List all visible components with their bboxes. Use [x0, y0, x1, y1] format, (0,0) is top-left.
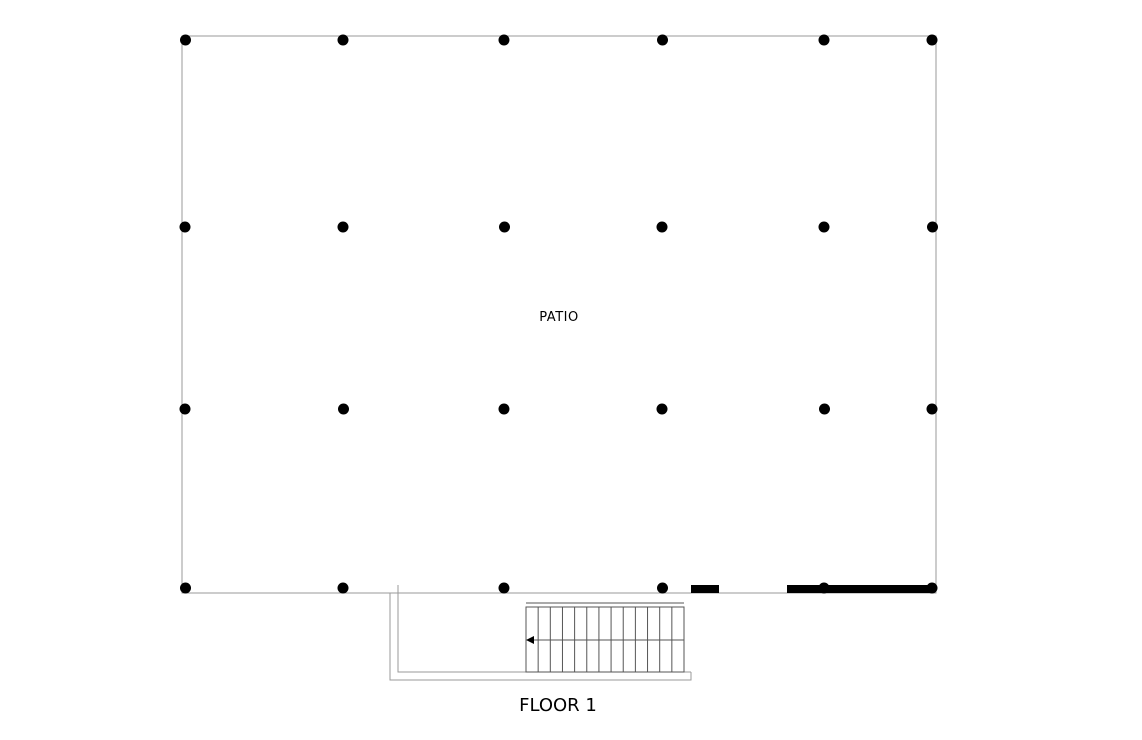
column-r2-c5 — [818, 221, 830, 233]
column-grid — [179, 34, 938, 594]
column-r2-c4 — [656, 221, 668, 233]
column-r4-c5 — [818, 582, 830, 594]
column-r4-c3 — [498, 582, 510, 594]
column-r2-c2 — [337, 221, 349, 233]
column-r2-c1 — [179, 221, 191, 233]
patio-boundary — [181, 35, 937, 594]
room-label-patio: PATIO — [539, 310, 578, 325]
column-r4-c1 — [180, 582, 191, 594]
column-r4-c2 — [337, 582, 349, 594]
wall-segment-long — [787, 585, 933, 593]
floor-label: FLOOR 1 — [519, 695, 597, 716]
staircase — [525, 602, 685, 673]
column-r1-c2 — [337, 34, 349, 46]
column-r4-c6 — [926, 582, 938, 594]
column-r1-c3 — [498, 34, 510, 46]
column-r3-c5 — [819, 403, 830, 415]
stair-landing-outline — [389, 585, 692, 681]
stair-direction-arrow — [526, 636, 534, 644]
wall-segment-short — [691, 585, 719, 593]
column-r1-c4 — [657, 34, 668, 46]
column-r3-c2 — [338, 403, 349, 415]
column-r2-c6 — [927, 221, 938, 233]
column-r1-c5 — [818, 34, 830, 46]
column-r1-c6 — [926, 34, 938, 46]
column-r3-c6 — [926, 403, 938, 415]
column-r3-c4 — [656, 403, 668, 415]
column-r3-c3 — [498, 403, 510, 415]
column-r4-c4 — [657, 582, 668, 594]
column-r1-c1 — [180, 34, 191, 46]
column-r3-c1 — [179, 403, 191, 415]
column-r2-c3 — [499, 221, 510, 233]
